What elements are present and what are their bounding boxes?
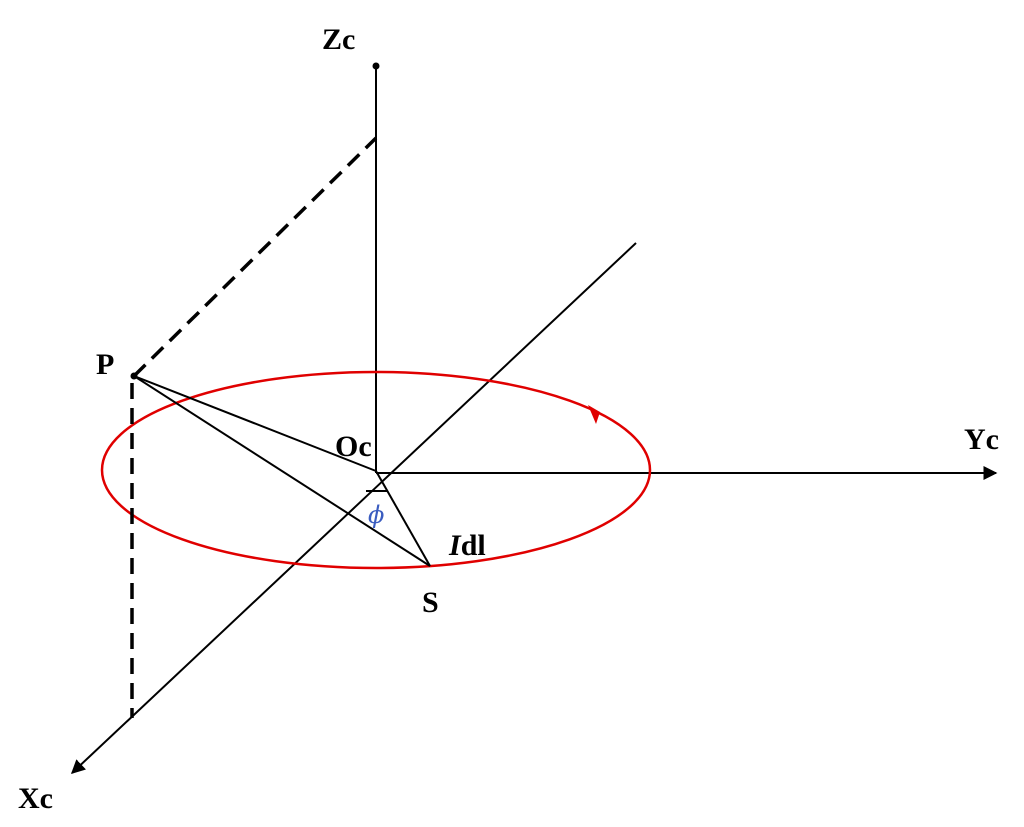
x-axis-label: Xc	[18, 782, 53, 815]
point-p-label: P	[96, 348, 114, 381]
z-axis-end-dot	[372, 62, 380, 70]
current-loop	[100, 370, 652, 570]
current-direction-arrow	[588, 405, 600, 424]
p-to-z-projection-dashed	[132, 136, 378, 378]
point-p-dot	[130, 372, 138, 380]
x-axis	[70, 242, 637, 774]
current-element-i: I	[448, 529, 462, 562]
z-axis-label: Zc	[322, 23, 355, 56]
angle-phi-label: ϕ	[368, 501, 384, 529]
origin-label: Oc	[335, 430, 372, 463]
segment-p-s	[133, 375, 431, 567]
segment-p-oc	[133, 375, 377, 472]
y-axis-label: Yc	[964, 423, 999, 456]
segment-oc-s	[375, 470, 431, 567]
point-s-label: S	[422, 586, 439, 619]
current-element-label: Idl	[448, 529, 486, 562]
current-element-dl: dl	[461, 529, 486, 562]
